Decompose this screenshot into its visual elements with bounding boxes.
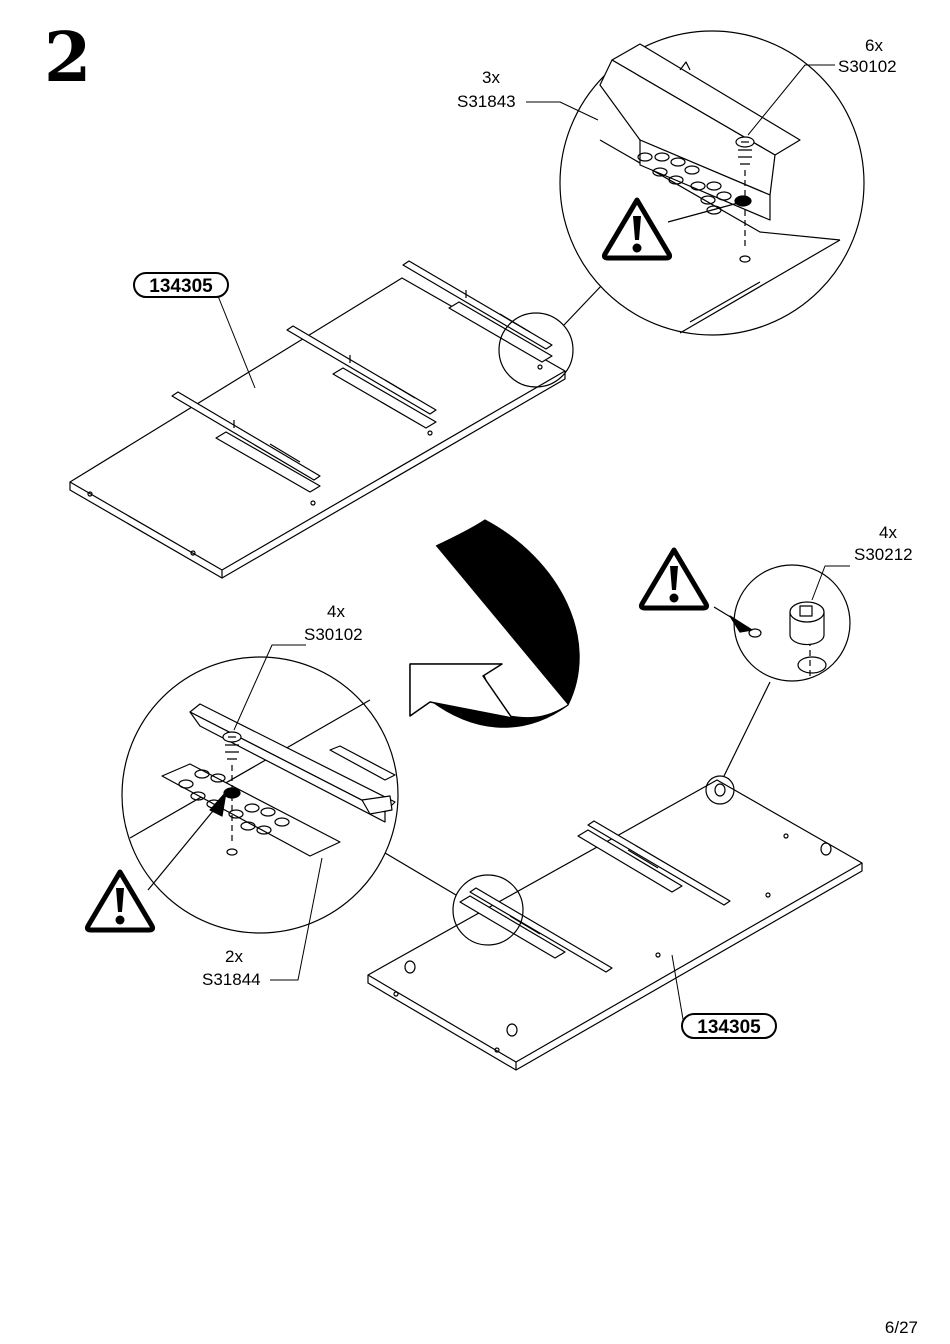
top-rail-code: S31843 [457,92,516,111]
leader-lines [217,64,850,1026]
cam-qty: 4x [879,523,897,542]
bottom-detail-screw [222,731,242,856]
cam-code: S30212 [854,545,913,564]
top-detail-indicator-circle [498,284,603,388]
warning-icon [638,547,710,611]
top-screw-code: S30102 [838,57,897,76]
bottom-panel-rail-2 [577,820,731,906]
bottom-screw-qty: 4x [327,602,345,621]
bottom-panel-rail-1 [459,887,613,973]
page-number: 6/27 [884,1318,918,1337]
top-panel-rail-3 [402,260,553,363]
bottom-rail-qty: 2x [225,947,243,966]
top-detail-holes [637,152,732,215]
cam-indicator-circle [705,681,771,805]
bottom-detail-indicator-circle [379,849,524,946]
panel-id-badge-bottom: 134305 [681,1013,777,1039]
top-detail-screw [735,136,755,263]
flip-arrow [409,519,580,728]
top-panel-rail-1 [171,391,321,493]
warning-icon [84,869,156,933]
bottom-rail-code: S31844 [202,970,261,989]
step-number: 2 [44,18,92,98]
panel-id-badge-top: 134305 [133,272,229,298]
warning-icon [601,197,673,261]
cam-detail-circle [713,564,851,682]
bottom-screw-code: S30102 [304,625,363,644]
bottom-panel-board [367,779,863,1071]
bottom-detail-circle [121,656,399,934]
top-rail-qty: 3x [482,68,500,87]
top-screw-qty: 6x [865,36,883,55]
top-panel-rail-2 [286,325,437,429]
top-detail-circle [559,30,865,336]
top-panel-board [69,277,566,579]
